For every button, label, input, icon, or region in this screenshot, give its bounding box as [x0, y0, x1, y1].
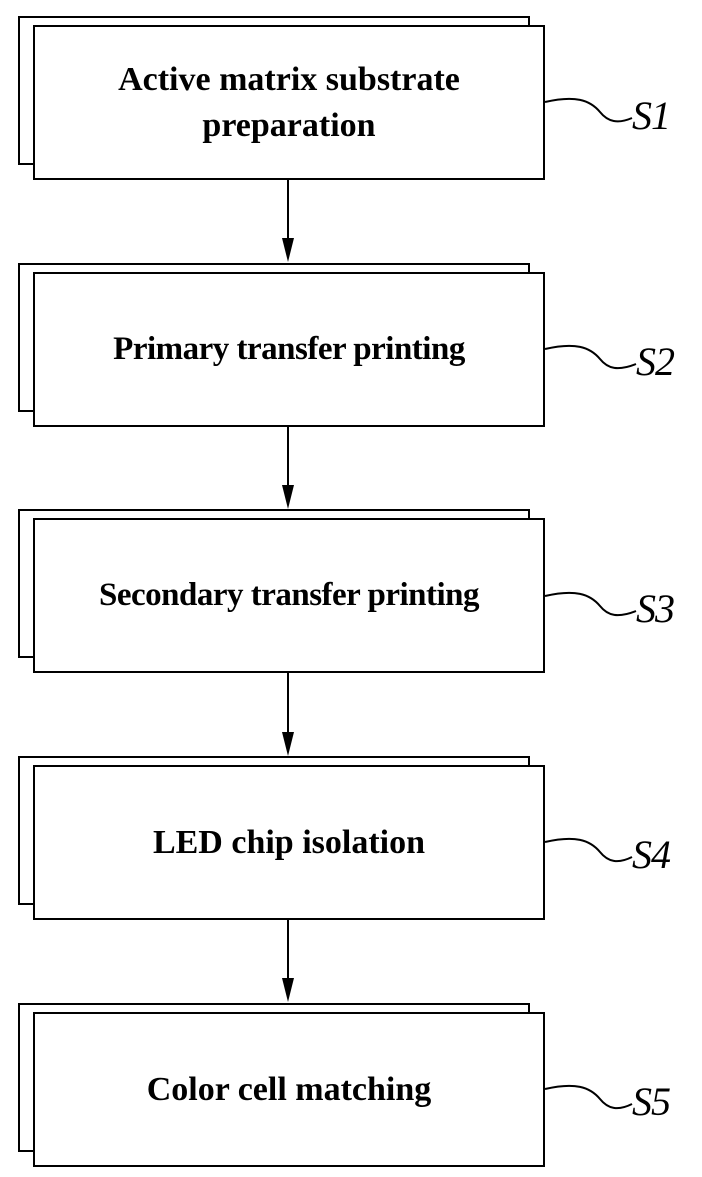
step-text: LED chip isolation — [147, 820, 431, 866]
leader-s3 — [545, 593, 636, 615]
step-s3: Secondary transfer printing — [18, 509, 548, 674]
step-box: Secondary transfer printing — [33, 518, 545, 673]
arrowhead-s3 — [282, 485, 294, 509]
step-text: Primary transfer printing — [107, 327, 471, 372]
step-box: Active matrix substrate preparation — [33, 25, 545, 180]
leader-s4 — [545, 839, 632, 861]
step-label-s2: S2 — [636, 338, 674, 385]
step-label-s5: S5 — [632, 1078, 670, 1125]
arrowhead-s2 — [282, 238, 294, 262]
step-text: Active matrix substrate preparation — [35, 57, 543, 149]
step-box: Primary transfer printing — [33, 272, 545, 427]
step-box: LED chip isolation — [33, 765, 545, 920]
arrowhead-s5 — [282, 978, 294, 1002]
step-label-s1: S1 — [632, 92, 670, 139]
step-box: Color cell matching — [33, 1012, 545, 1167]
leader-s5 — [545, 1086, 632, 1108]
step-text: Secondary transfer printing — [93, 573, 485, 618]
leader-s1 — [545, 99, 632, 122]
step-s2: Primary transfer printing — [18, 263, 548, 428]
leader-s2 — [545, 346, 636, 368]
step-s4: LED chip isolation — [18, 756, 548, 921]
step-s5: Color cell matching — [18, 1003, 548, 1168]
arrowhead-s4 — [282, 732, 294, 756]
step-text: Color cell matching — [141, 1067, 438, 1113]
step-s1: Active matrix substrate preparation — [18, 16, 548, 181]
step-label-s3: S3 — [636, 585, 674, 632]
step-label-s4: S4 — [632, 831, 670, 878]
